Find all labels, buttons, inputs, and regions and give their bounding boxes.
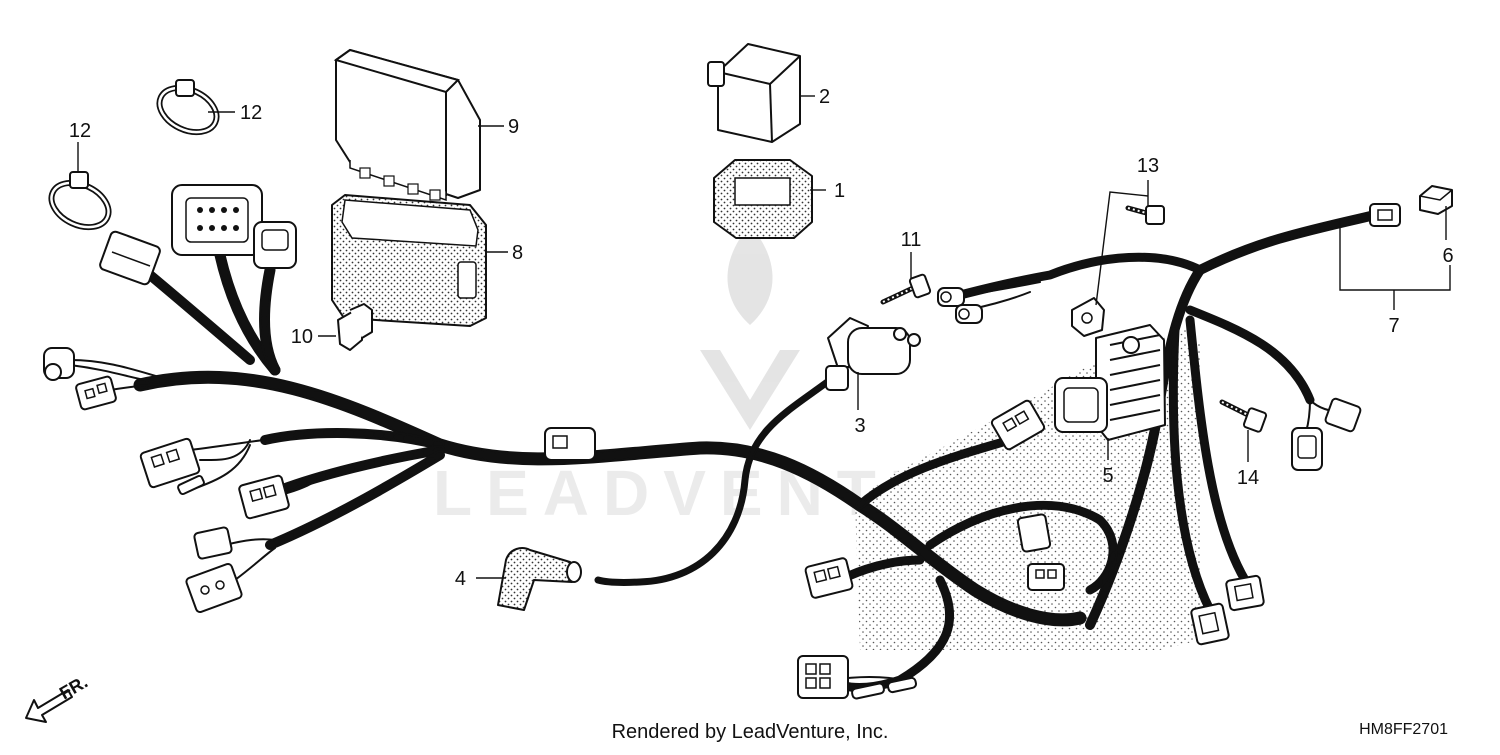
inner-loop-connectors	[1016, 513, 1065, 591]
right-lower-connector-b	[1190, 602, 1230, 646]
callout-13: 13	[1137, 155, 1159, 177]
part-12-clamp-b	[48, 171, 112, 231]
bottom-multi-connector	[797, 655, 849, 699]
part-3-starter-relay	[825, 317, 921, 391]
part-2-relay	[707, 43, 801, 143]
watermark-logo	[700, 225, 800, 430]
left-bullet-terminal	[177, 474, 205, 496]
front-indicator: FR.	[25, 672, 91, 723]
relay-side-connector	[990, 399, 1046, 451]
part-8-ecu-case	[331, 194, 487, 327]
right-side-connector	[1291, 397, 1362, 471]
left-2pin-connector-b	[193, 526, 233, 560]
left-round-connector	[43, 347, 75, 381]
left-multi-connector	[99, 230, 161, 286]
leader-lines	[77, 95, 1451, 579]
left-4pin-connector-a	[139, 437, 201, 489]
callout-3: 3	[854, 415, 865, 437]
callout-1: 1	[834, 180, 845, 202]
left-4pin-connector-c	[185, 563, 243, 613]
main-clip-connector	[544, 427, 596, 461]
part-6-connector	[1419, 185, 1453, 215]
callout-12-top: 12	[240, 102, 262, 124]
mount-bracket	[1071, 297, 1105, 337]
callout-2: 2	[819, 86, 830, 108]
left-large-connector	[171, 184, 263, 256]
part-1-rubber-mount	[713, 159, 813, 239]
part-5-regulator-rectifier	[1054, 324, 1166, 441]
callout-14: 14	[1237, 467, 1259, 489]
part-13-bolt	[1125, 205, 1165, 225]
lower-left-connector	[804, 557, 854, 599]
callout-4: 4	[455, 568, 466, 590]
part-9-ecu	[333, 48, 481, 202]
left-mid-connector	[253, 221, 297, 269]
diagram-code: HM8FF2701	[1359, 721, 1448, 738]
callout-9: 9	[508, 116, 519, 138]
right-lower-connector-a	[1225, 574, 1265, 612]
main-harness	[133, 210, 1380, 692]
callout-12-left: 12	[69, 120, 91, 142]
footer-credit: Rendered by LeadVenture, Inc.	[612, 721, 889, 743]
part-11-bolt	[880, 273, 932, 305]
front-arrow-icon	[25, 689, 73, 723]
left-2pin-connector	[75, 375, 117, 411]
harness-connectors	[43, 184, 1401, 700]
right-top-connector	[1369, 203, 1401, 227]
callout-5: 5	[1102, 465, 1113, 487]
part-4-plug-cap	[497, 547, 582, 611]
bottom-bullet-terminals	[851, 676, 917, 700]
callout-labels: 1 2 3 4 5 6 7 8 9 10 11 12 12 13 14	[69, 86, 1454, 590]
part-12-clamp-a	[156, 79, 220, 136]
callout-7: 7	[1388, 315, 1399, 337]
left-4pin-connector-b	[238, 474, 290, 520]
callout-8: 8	[512, 242, 523, 264]
callout-6: 6	[1442, 245, 1453, 267]
part-10-clip	[337, 303, 373, 351]
callout-11: 11	[901, 229, 922, 251]
part-14-bolt	[1219, 399, 1268, 433]
upper-ring-terminals	[937, 287, 983, 324]
callout-10: 10	[291, 326, 313, 348]
